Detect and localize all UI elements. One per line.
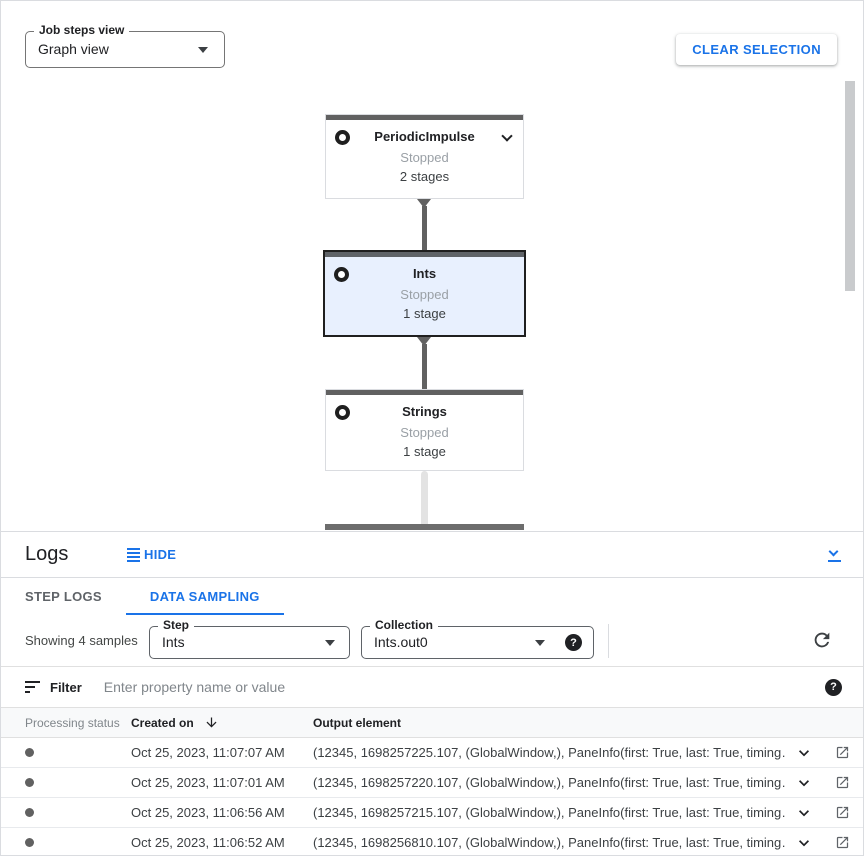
- tab-data-sampling[interactable]: DATA SAMPLING: [126, 578, 284, 615]
- logs-title: Logs: [25, 543, 69, 565]
- node-status: Stopped: [400, 150, 449, 165]
- minimize-panel-icon[interactable]: [827, 546, 843, 563]
- logs-panel: Logs HIDE STEP LOGS DATA SAMPLING Showin…: [1, 531, 863, 855]
- step-ring-icon: [334, 267, 349, 282]
- node-title: PeriodicImpulse: [374, 129, 475, 144]
- graph-node-partial[interactable]: [325, 524, 524, 530]
- expand-row-icon[interactable]: [794, 833, 814, 853]
- graph-edge: [422, 344, 427, 389]
- step-ring-icon: [335, 130, 350, 145]
- node-stages: 1 stage: [403, 306, 446, 321]
- table-row: Oct 25, 2023, 11:06:52 AM (12345, 169825…: [1, 828, 863, 855]
- created-on-cell: Oct 25, 2023, 11:06:52 AM: [131, 835, 285, 850]
- table-row: Oct 25, 2023, 11:07:01 AM (12345, 169825…: [1, 768, 863, 798]
- graph-edge: [422, 206, 427, 252]
- node-status: Stopped: [400, 287, 449, 302]
- node-top-bar: [326, 115, 523, 120]
- graph-node-ints[interactable]: Ints Stopped 1 stage: [323, 250, 526, 337]
- graph-node-strings[interactable]: Strings Stopped 1 stage: [325, 389, 524, 471]
- job-steps-view-label: Job steps view: [34, 23, 130, 37]
- filter-icon: [25, 681, 40, 693]
- processing-status-dot: [25, 778, 34, 787]
- col-processing-status: Processing status: [25, 715, 120, 730]
- dropdown-arrow-icon: [535, 640, 545, 646]
- dropdown-arrow-icon: [198, 47, 208, 53]
- output-element-cell: (12345, 1698257220.107, (GlobalWindow,),…: [313, 775, 787, 790]
- samples-count-text: Showing 4 samples: [25, 633, 138, 648]
- created-on-cell: Oct 25, 2023, 11:07:01 AM: [131, 775, 285, 790]
- open-in-new-icon[interactable]: [835, 835, 850, 850]
- step-select-label: Step: [158, 618, 195, 632]
- open-in-new-icon[interactable]: [835, 805, 850, 820]
- expand-row-icon[interactable]: [794, 743, 814, 763]
- step-select-value: Ints: [162, 634, 185, 650]
- output-element-cell: (12345, 1698256810.107, (GlobalWindow,),…: [313, 835, 787, 850]
- sampling-controls: Showing 4 samples Step Ints Collection I…: [1, 615, 863, 666]
- processing-status-dot: [25, 838, 34, 847]
- created-on-cell: Oct 25, 2023, 11:06:56 AM: [131, 805, 285, 820]
- node-top-bar: [325, 252, 524, 257]
- node-title: Strings: [402, 404, 447, 419]
- step-select[interactable]: Step Ints: [149, 618, 350, 659]
- logs-tabs: STEP LOGS DATA SAMPLING: [1, 578, 863, 615]
- expand-row-icon[interactable]: [794, 803, 814, 823]
- output-element-cell: (12345, 1698257215.107, (GlobalWindow,),…: [313, 805, 787, 820]
- graph-node-periodicimpulse[interactable]: PeriodicImpulse Stopped 2 stages: [325, 114, 524, 199]
- output-element-cell: (12345, 1698257225.107, (GlobalWindow,),…: [313, 745, 787, 760]
- graph-scrollbar-thumb[interactable]: [845, 81, 855, 291]
- col-output-element: Output element: [313, 715, 402, 730]
- collection-select-value: Ints.out0: [374, 634, 428, 650]
- hide-label: HIDE: [144, 547, 177, 562]
- collection-select[interactable]: Collection Ints.out0 ?: [361, 618, 594, 659]
- clear-selection-button[interactable]: CLEAR SELECTION: [676, 34, 837, 65]
- tab-step-logs[interactable]: STEP LOGS: [25, 589, 102, 604]
- hide-logs-button[interactable]: HIDE: [127, 547, 176, 562]
- filter-bar: Filter ?: [1, 666, 863, 707]
- graph-edge-dimmed: [421, 471, 428, 524]
- created-on-cell: Oct 25, 2023, 11:07:07 AM: [131, 745, 285, 760]
- step-ring-icon: [335, 405, 350, 420]
- node-stages: 1 stage: [403, 444, 446, 459]
- sort-desc-icon[interactable]: [204, 715, 219, 730]
- job-steps-view-select[interactable]: Job steps view Graph view: [25, 23, 225, 68]
- open-in-new-icon[interactable]: [835, 745, 850, 760]
- filter-label: Filter: [50, 679, 82, 695]
- expand-row-icon[interactable]: [794, 773, 814, 793]
- processing-status-dot: [25, 808, 34, 817]
- node-top-bar: [326, 390, 523, 395]
- node-stages: 2 stages: [399, 169, 450, 184]
- job-steps-view-value: Graph view: [38, 41, 109, 57]
- collection-select-label: Collection: [370, 618, 439, 632]
- open-in-new-icon[interactable]: [835, 775, 850, 790]
- table-row: Oct 25, 2023, 11:07:07 AM (12345, 169825…: [1, 738, 863, 768]
- help-icon[interactable]: ?: [825, 678, 842, 696]
- list-lines-icon: [127, 547, 140, 562]
- logs-header: Logs HIDE: [1, 532, 863, 578]
- table-header: Processing status Created on Output elem…: [1, 707, 863, 738]
- edge-arrow-icon: [417, 337, 431, 346]
- processing-status-dot: [25, 748, 34, 757]
- edge-arrow-icon: [417, 199, 431, 208]
- filter-input[interactable]: [103, 679, 825, 695]
- table-row: Oct 25, 2023, 11:06:56 AM (12345, 169825…: [1, 798, 863, 828]
- refresh-icon[interactable]: [811, 629, 833, 651]
- node-status: Stopped: [400, 425, 449, 440]
- divider: [608, 624, 609, 658]
- dropdown-arrow-icon: [325, 640, 335, 646]
- col-created-on[interactable]: Created on: [131, 715, 313, 730]
- help-icon[interactable]: ?: [565, 634, 582, 651]
- node-title: Ints: [412, 266, 437, 281]
